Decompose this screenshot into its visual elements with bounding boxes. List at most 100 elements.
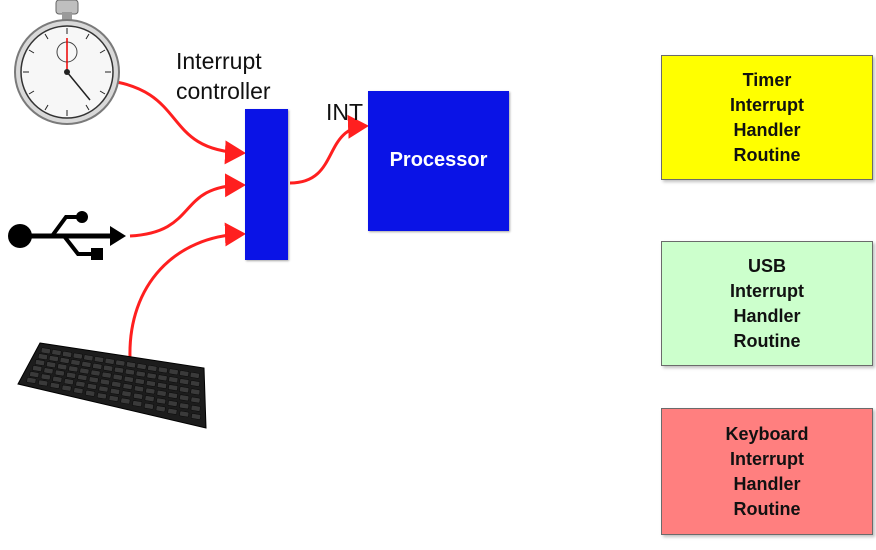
keyboard-key	[126, 361, 136, 369]
keyboard-key	[146, 372, 157, 380]
keyboard-key	[168, 376, 179, 383]
keyboard-key	[92, 363, 103, 370]
timer-handler-box: Timer Interrupt Handler Routine	[661, 55, 873, 180]
keyboard-key	[52, 376, 63, 383]
keyboard-key	[51, 349, 62, 356]
keyboard-key	[143, 402, 154, 410]
keyboard-key	[132, 400, 143, 407]
interrupt-controller-label: Interrupt controller	[176, 46, 271, 106]
keyboard-key	[157, 366, 168, 374]
keyboard-key	[86, 383, 97, 390]
keyboard-key	[111, 381, 122, 388]
handler-line: Interrupt	[730, 280, 804, 301]
keyboard-key	[167, 408, 178, 415]
keyboard-key	[167, 392, 178, 399]
int-arrow	[289, 114, 369, 185]
keyboard-key	[46, 361, 57, 368]
keyboard-key	[66, 372, 77, 379]
keyboard-key	[104, 358, 115, 365]
keyboard-key	[37, 353, 48, 360]
keyboard-key	[103, 364, 114, 372]
keyboard-key	[40, 347, 51, 355]
processor-block: Processor	[368, 91, 509, 231]
keyboard-key	[108, 395, 119, 402]
handler-line: Keyboard	[725, 423, 809, 444]
handler-line: Interrupt	[730, 94, 804, 115]
stopwatch-icon	[14, 0, 120, 125]
keyboard-key	[190, 396, 201, 404]
keyboard-key	[70, 359, 81, 366]
keyboard-key	[68, 365, 79, 373]
keyboard-key	[79, 367, 90, 375]
keyboard-key	[94, 356, 104, 363]
keyboard-key	[144, 395, 155, 402]
keyboard-key	[114, 366, 124, 374]
keyboard-key	[145, 387, 156, 395]
keyboard-key	[168, 384, 179, 391]
keyboard-key	[122, 383, 133, 390]
keyboard-key	[167, 400, 178, 407]
label-line: Interrupt	[176, 48, 262, 74]
keyboard-key	[135, 370, 146, 378]
keyboard-key	[134, 385, 144, 393]
keyboard-key	[179, 402, 190, 410]
keyboard-key	[88, 376, 99, 384]
keyboard-key	[72, 352, 83, 360]
handler-line: Interrupt	[730, 448, 804, 469]
keyboard-key	[32, 365, 43, 372]
keyboard-key	[168, 368, 179, 376]
keyboard-key	[35, 359, 45, 366]
keyboard-key	[191, 413, 201, 420]
handler-line: Handler	[733, 119, 801, 140]
keyboard-key	[112, 373, 123, 381]
keyboard-key	[190, 380, 201, 387]
usb-icon	[8, 211, 126, 260]
keyboard-key	[75, 380, 86, 388]
usb-arrow	[129, 173, 246, 238]
keyboard-key	[179, 370, 190, 377]
keyboard-key	[190, 388, 201, 396]
keyboard-key	[48, 355, 59, 362]
handler-line: USB	[747, 255, 786, 276]
timer-arrow	[103, 78, 246, 165]
keyboard-key	[115, 359, 126, 367]
keyboard-key	[54, 369, 65, 377]
keyboard-key	[179, 378, 190, 385]
keyboard-key	[29, 371, 40, 378]
handler-line: Routine	[733, 144, 801, 165]
keyboard-key	[189, 372, 200, 379]
keyboard-key	[110, 388, 120, 395]
label-line: controller	[176, 78, 271, 104]
keyboard-key	[63, 378, 74, 385]
handler-line: Handler	[733, 305, 801, 326]
keyboard-key	[179, 386, 190, 393]
keyboard-key	[85, 390, 96, 397]
interrupt-controller-block	[245, 109, 288, 260]
usb-handler-box: USB Interrupt Handler Routine	[661, 241, 873, 366]
keyboard-key	[123, 376, 134, 383]
keyboard-key	[90, 369, 101, 377]
keyboard-key	[49, 382, 60, 389]
keyboard-arrow	[128, 222, 246, 359]
keyboard-key	[155, 405, 166, 413]
keyboard-key	[98, 385, 109, 393]
keyboard-key	[120, 397, 131, 405]
handler-line: Handler	[733, 473, 801, 494]
keyboard-key	[100, 378, 110, 386]
processor-label: Processor	[389, 149, 488, 171]
keyboard-key	[61, 384, 72, 392]
keyboard-key	[190, 405, 201, 412]
keyboard-key	[121, 390, 132, 398]
keyboard-key	[43, 367, 54, 375]
keyboard-key	[57, 363, 68, 371]
keyboard-key	[73, 387, 84, 394]
keyboard-key	[40, 373, 51, 381]
keyboard-key	[136, 363, 147, 370]
keyboard-key	[179, 410, 190, 418]
keyboard-key	[124, 368, 135, 376]
keyboard-key	[145, 380, 156, 387]
keyboard-key	[133, 392, 144, 400]
keyboard-key	[26, 377, 37, 384]
keyboard-key	[59, 357, 70, 364]
